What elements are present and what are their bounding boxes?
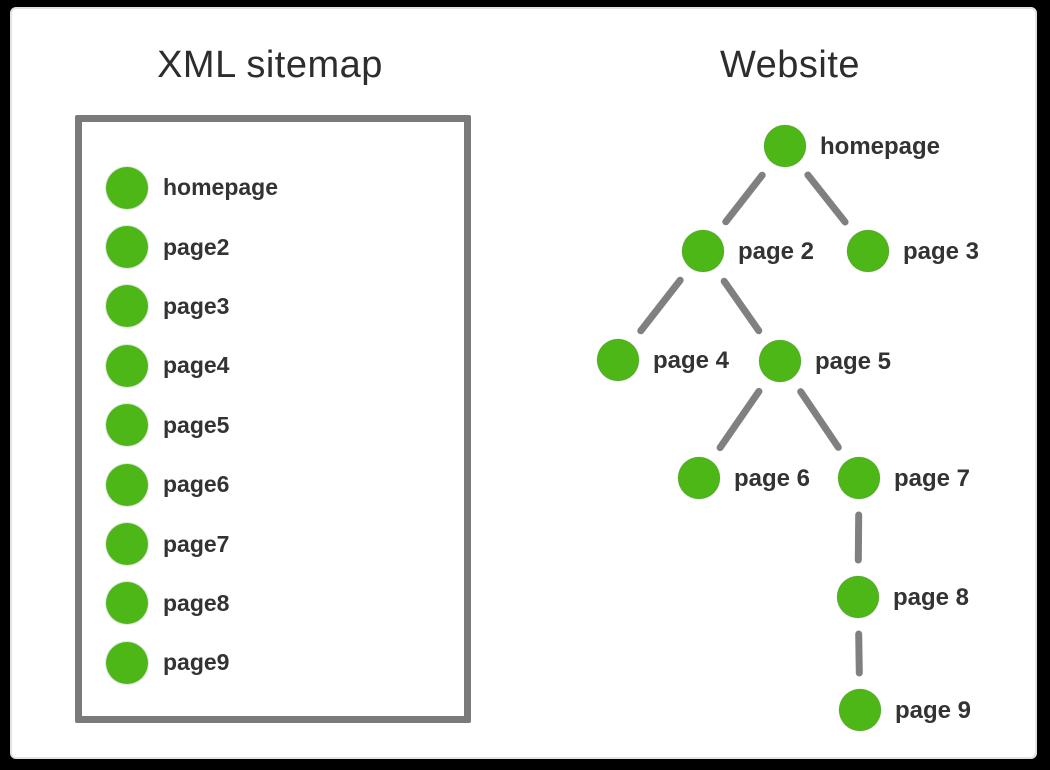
- tree-node-circle: [681, 229, 725, 273]
- tree-node-label: page 2: [738, 238, 814, 265]
- tree-edge: [722, 171, 766, 226]
- tree-edge: [637, 276, 684, 335]
- tree-node-circle: [837, 456, 881, 500]
- tree-node-label: page 6: [734, 465, 810, 492]
- sitemap-list: homepage page2 page3 page4 page5 page6 page7 pa…: [106, 158, 426, 693]
- diagram-canvas: [10, 7, 1037, 759]
- list-item: page8: [106, 574, 426, 633]
- tree-node-label: homepage: [820, 133, 940, 160]
- website-title: Website: [719, 44, 861, 86]
- list-item: page7: [106, 514, 426, 573]
- list-item: page6: [106, 455, 426, 514]
- list-item: homepage: [106, 158, 426, 217]
- list-item: page3: [106, 277, 426, 336]
- list-item-label: page8: [163, 589, 230, 616]
- list-item: page4: [106, 336, 426, 395]
- page-dot-icon: [106, 582, 148, 625]
- tree-node-circle: [763, 124, 807, 168]
- list-item-label: page7: [163, 530, 230, 557]
- tree-edge: [855, 630, 863, 677]
- list-item-label: homepage: [163, 174, 279, 201]
- page-dot-icon: [106, 166, 148, 209]
- tree-edge: [797, 388, 842, 451]
- list-item-label: page5: [163, 411, 230, 438]
- tree-node-label: page 3: [903, 238, 979, 265]
- tree-edge: [720, 277, 763, 335]
- page-dot-icon: [106, 344, 148, 387]
- tree-node-circle: [836, 575, 880, 619]
- tree-edge: [804, 171, 849, 226]
- list-item-label: page9: [163, 649, 230, 676]
- page-dot-icon: [106, 226, 148, 269]
- tree-node-circle: [758, 339, 802, 383]
- list-item: page2: [106, 217, 426, 276]
- xml-sitemap-title: XML sitemap: [157, 44, 383, 86]
- page-dot-icon: [106, 404, 148, 447]
- tree-node-label: page 8: [893, 584, 969, 611]
- tree-node-label: page 7: [894, 465, 970, 492]
- tree-node-circle: [677, 456, 721, 500]
- tree-node-circle: [846, 229, 890, 273]
- page-dot-icon: [106, 285, 148, 328]
- tree-edge: [716, 387, 763, 452]
- tree-node-label: page 9: [895, 697, 971, 724]
- tree-node-circle: [838, 688, 882, 732]
- list-item-label: page2: [163, 233, 230, 260]
- list-item-label: page6: [163, 471, 230, 498]
- page-dot-icon: [106, 463, 148, 506]
- list-item-label: page4: [163, 352, 230, 379]
- list-item: page5: [106, 396, 426, 455]
- page-dot-icon: [106, 523, 148, 566]
- page-dot-icon: [106, 641, 148, 684]
- list-item: page9: [106, 633, 426, 692]
- tree-node-label: page 5: [815, 348, 891, 375]
- tree-node-circle: [596, 338, 640, 382]
- sitemap-box: [75, 115, 471, 723]
- tree-node-label: page 4: [653, 347, 730, 374]
- list-item-label: page3: [163, 292, 230, 319]
